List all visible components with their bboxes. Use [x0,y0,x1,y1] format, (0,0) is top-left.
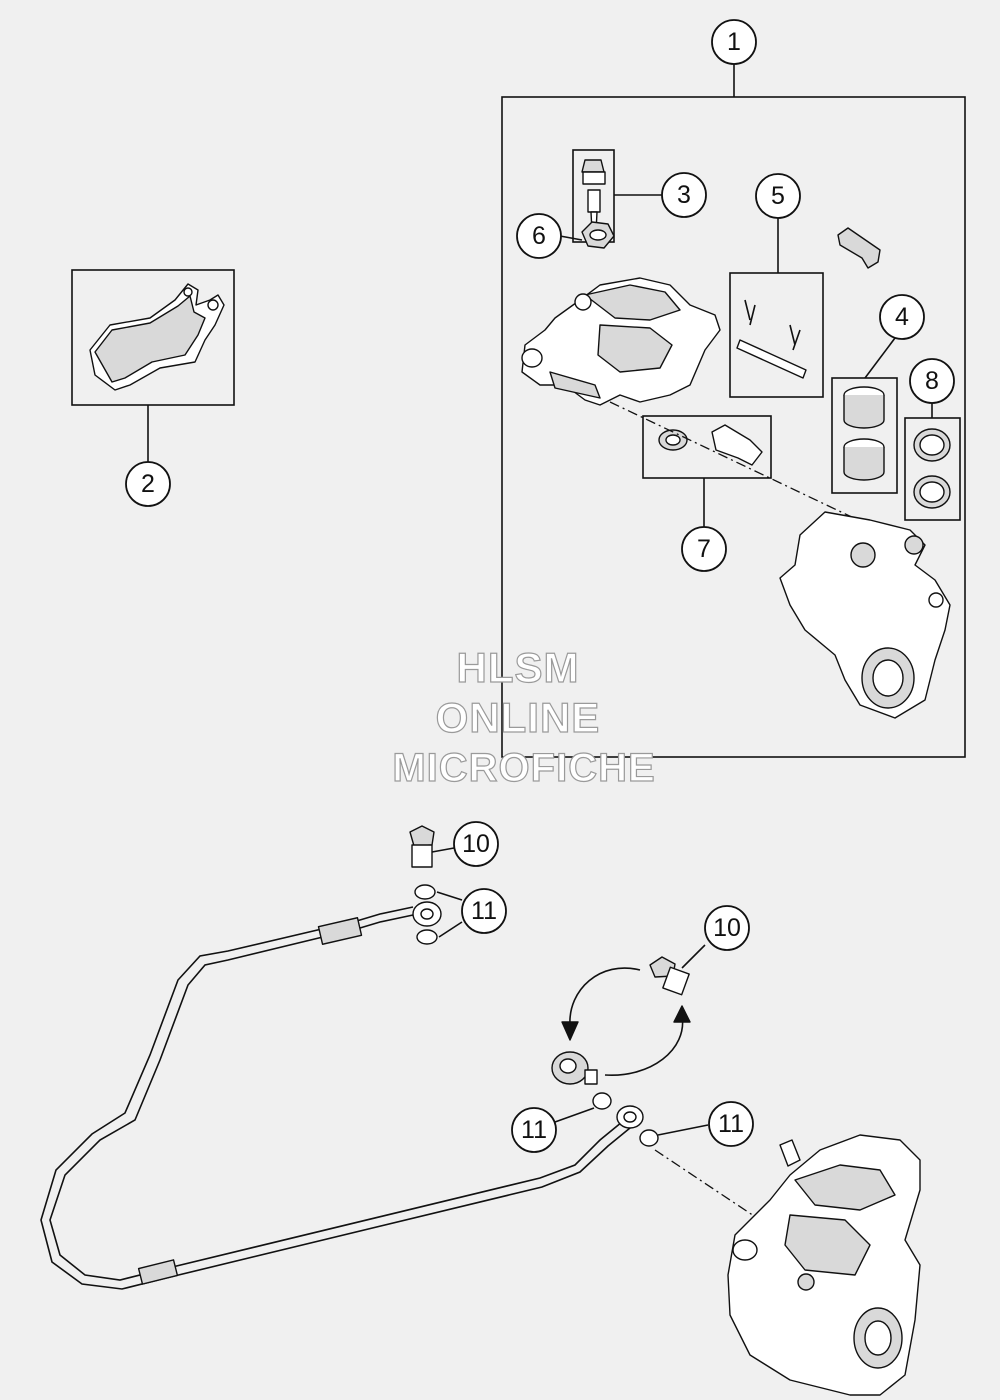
svg-text:7: 7 [697,535,711,563]
brake-line [40,901,644,1290]
watermark-line-1: HLSM [457,644,580,691]
callout-10-lower: 10 [704,905,750,951]
svg-text:5: 5 [771,182,785,210]
slide-pins [642,415,772,527]
banjo-bolt-lower [649,944,706,996]
callout-6: 6 [516,213,562,259]
bleed-screw [572,149,662,243]
assembly-dash-line-2 [654,1149,761,1221]
callout-5: 5 [755,173,801,219]
callout-7: 7 [681,526,727,572]
svg-text:11: 11 [471,897,497,925]
svg-text:2: 2 [141,470,155,498]
svg-text:10: 10 [462,830,490,858]
washers-lower [554,1092,709,1147]
hex-nut [559,221,615,249]
callout-11-top: 11 [461,888,507,934]
callout-8: 8 [909,358,955,404]
callout-11-right: 11 [708,1101,754,1147]
piston-seals [904,402,961,521]
brake-caliper-upper [521,277,721,406]
svg-text:1: 1 [727,28,741,56]
banjo-bolt-top [409,825,435,868]
callout-2: 2 [125,461,171,507]
brake-caliper-lower [727,1134,921,1396]
svg-text:10: 10 [713,914,741,942]
callout-10-top: 10 [453,821,499,867]
banjo-bolt-lower-2 [551,1051,598,1085]
callout-4: 4 [879,294,925,340]
svg-text:11: 11 [718,1110,744,1138]
pin-kit [729,218,824,398]
callout-1: 1 [711,19,757,65]
watermark: HLSM ONLINE MICROFICHE [392,643,656,790]
svg-text:4: 4 [895,303,909,331]
pistons [831,337,898,494]
watermark-line-3: MICROFICHE [392,746,655,790]
svg-text:3: 3 [677,181,691,209]
washers-top [414,884,463,945]
watermark-line-2: ONLINE [436,694,601,741]
callout-11-left: 11 [511,1107,557,1153]
spring-clip [837,227,881,269]
callout-3: 3 [661,172,707,218]
rotation-arrows [561,967,691,1076]
svg-text:11: 11 [521,1116,547,1144]
brake-pads [71,269,235,462]
svg-text:6: 6 [532,222,546,250]
caliper-bracket [779,511,951,719]
svg-text:8: 8 [925,367,939,395]
